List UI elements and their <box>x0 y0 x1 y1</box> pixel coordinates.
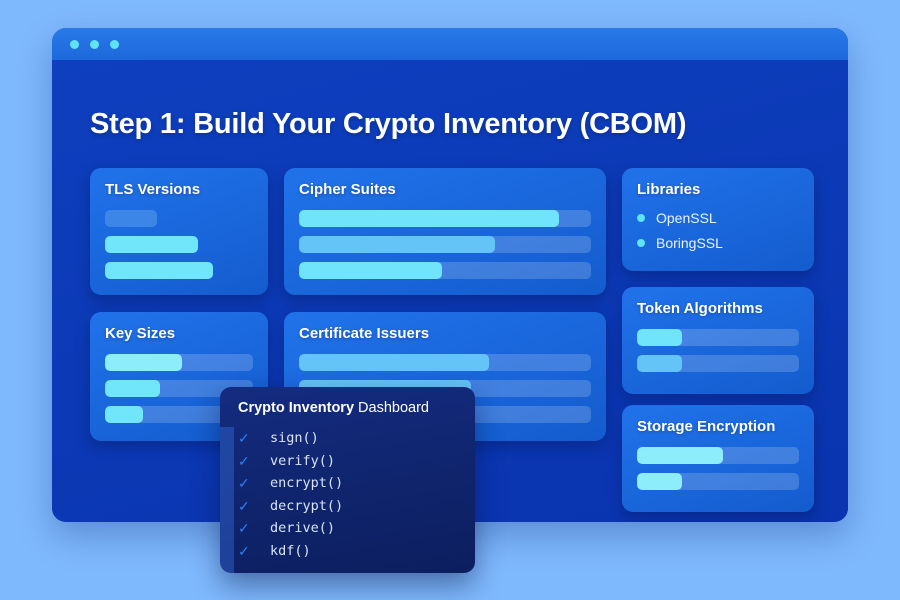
card-title: Storage Encryption <box>637 418 776 435</box>
card-title: Libraries <box>637 181 701 198</box>
bar-storage-1 <box>637 473 683 490</box>
window-titlebar <box>52 28 848 61</box>
overlay-accent-band <box>220 427 234 573</box>
bar-tls-2 <box>105 262 214 279</box>
track-token-0 <box>637 329 799 346</box>
card-storage-encryption[interactable]: Storage Encryption <box>622 405 814 512</box>
card-title: Key Sizes <box>105 325 176 342</box>
list-item[interactable]: ✓ encrypt() <box>220 472 475 495</box>
list-item[interactable]: ✓ derive() <box>220 517 475 540</box>
bar-token-0 <box>637 329 683 346</box>
list-item[interactable]: ✓ kdf() <box>220 540 475 563</box>
bar-tls-1 <box>105 236 199 253</box>
bar-storage-0 <box>637 447 723 464</box>
list-item[interactable]: ✓ sign() <box>220 427 475 450</box>
track-keysizes-2 <box>105 406 253 423</box>
track-token-1 <box>637 355 799 372</box>
operation-label: derive() <box>270 520 336 537</box>
bar-keysizes-1 <box>105 380 160 397</box>
overlay-title: Crypto Inventory Dashboard <box>238 400 429 416</box>
card-token-algorithms[interactable]: Token Algorithms <box>622 287 814 394</box>
library-name: BoringSSL <box>656 235 723 251</box>
traffic-light-dot-3[interactable] <box>110 40 119 49</box>
operation-label: kdf() <box>270 542 311 559</box>
operation-label: decrypt() <box>270 497 344 514</box>
track-cipher-0 <box>299 210 591 227</box>
operation-label: verify() <box>270 452 336 469</box>
card-key-sizes[interactable]: Key Sizes <box>90 312 268 441</box>
track-cipher-2 <box>299 262 591 279</box>
list-item[interactable]: ✓ decrypt() <box>220 495 475 518</box>
card-tls-versions[interactable]: TLS Versions <box>90 168 268 295</box>
bullet-dot-icon <box>637 214 645 222</box>
track-storage-0 <box>637 447 799 464</box>
overlay-title-bold: Crypto Inventory <box>238 400 355 416</box>
operation-label: sign() <box>270 430 319 447</box>
window-body: Step 1: Build Your Crypto Inventory (CBO… <box>52 60 848 522</box>
list-item[interactable]: ✓ verify() <box>220 450 475 473</box>
card-title: Certificate Issuers <box>299 325 430 342</box>
bar-tls-0 <box>105 210 157 227</box>
check-icon: ✓ <box>238 430 250 447</box>
bar-cipher-2 <box>299 262 443 279</box>
bar-keysizes-0 <box>105 354 182 371</box>
bar-keysizes-2 <box>105 406 144 423</box>
library-name: OpenSSL <box>656 210 717 226</box>
check-icon: ✓ <box>238 542 250 559</box>
browser-window: Step 1: Build Your Crypto Inventory (CBO… <box>52 28 848 522</box>
card-title: Token Algorithms <box>637 300 763 317</box>
card-libraries[interactable]: Libraries OpenSSL BoringSSL <box>622 168 814 271</box>
bar-cipher-1 <box>299 236 495 253</box>
page-title: Step 1: Build Your Crypto Inventory (CBO… <box>90 108 687 140</box>
check-icon: ✓ <box>238 520 250 537</box>
bar-token-1 <box>637 355 683 372</box>
track-storage-1 <box>637 473 799 490</box>
crypto-inventory-dashboard-panel[interactable]: Crypto Inventory Dashboard ✓ sign() ✓ ve… <box>220 387 475 573</box>
check-icon: ✓ <box>238 475 250 492</box>
card-title: Cipher Suites <box>299 181 396 198</box>
operation-label: encrypt() <box>270 475 344 492</box>
traffic-light-dot-2[interactable] <box>90 40 99 49</box>
track-keysizes-0 <box>105 354 253 371</box>
bar-cipher-0 <box>299 210 559 227</box>
list-item[interactable]: BoringSSL <box>637 235 799 251</box>
list-item[interactable]: OpenSSL <box>637 210 799 226</box>
track-certs-0 <box>299 354 591 371</box>
bar-certs-0 <box>299 354 489 371</box>
card-title: TLS Versions <box>105 181 201 198</box>
check-icon: ✓ <box>238 452 250 469</box>
traffic-light-dot-1[interactable] <box>70 40 79 49</box>
overlay-title-regular: Dashboard <box>358 400 429 416</box>
card-cipher-suites[interactable]: Cipher Suites <box>284 168 606 295</box>
track-keysizes-1 <box>105 380 253 397</box>
track-cipher-1 <box>299 236 591 253</box>
overlay-operation-list: ✓ sign() ✓ verify() ✓ encrypt() ✓ decryp… <box>220 427 475 562</box>
bullet-dot-icon <box>637 239 645 247</box>
check-icon: ✓ <box>238 497 250 514</box>
